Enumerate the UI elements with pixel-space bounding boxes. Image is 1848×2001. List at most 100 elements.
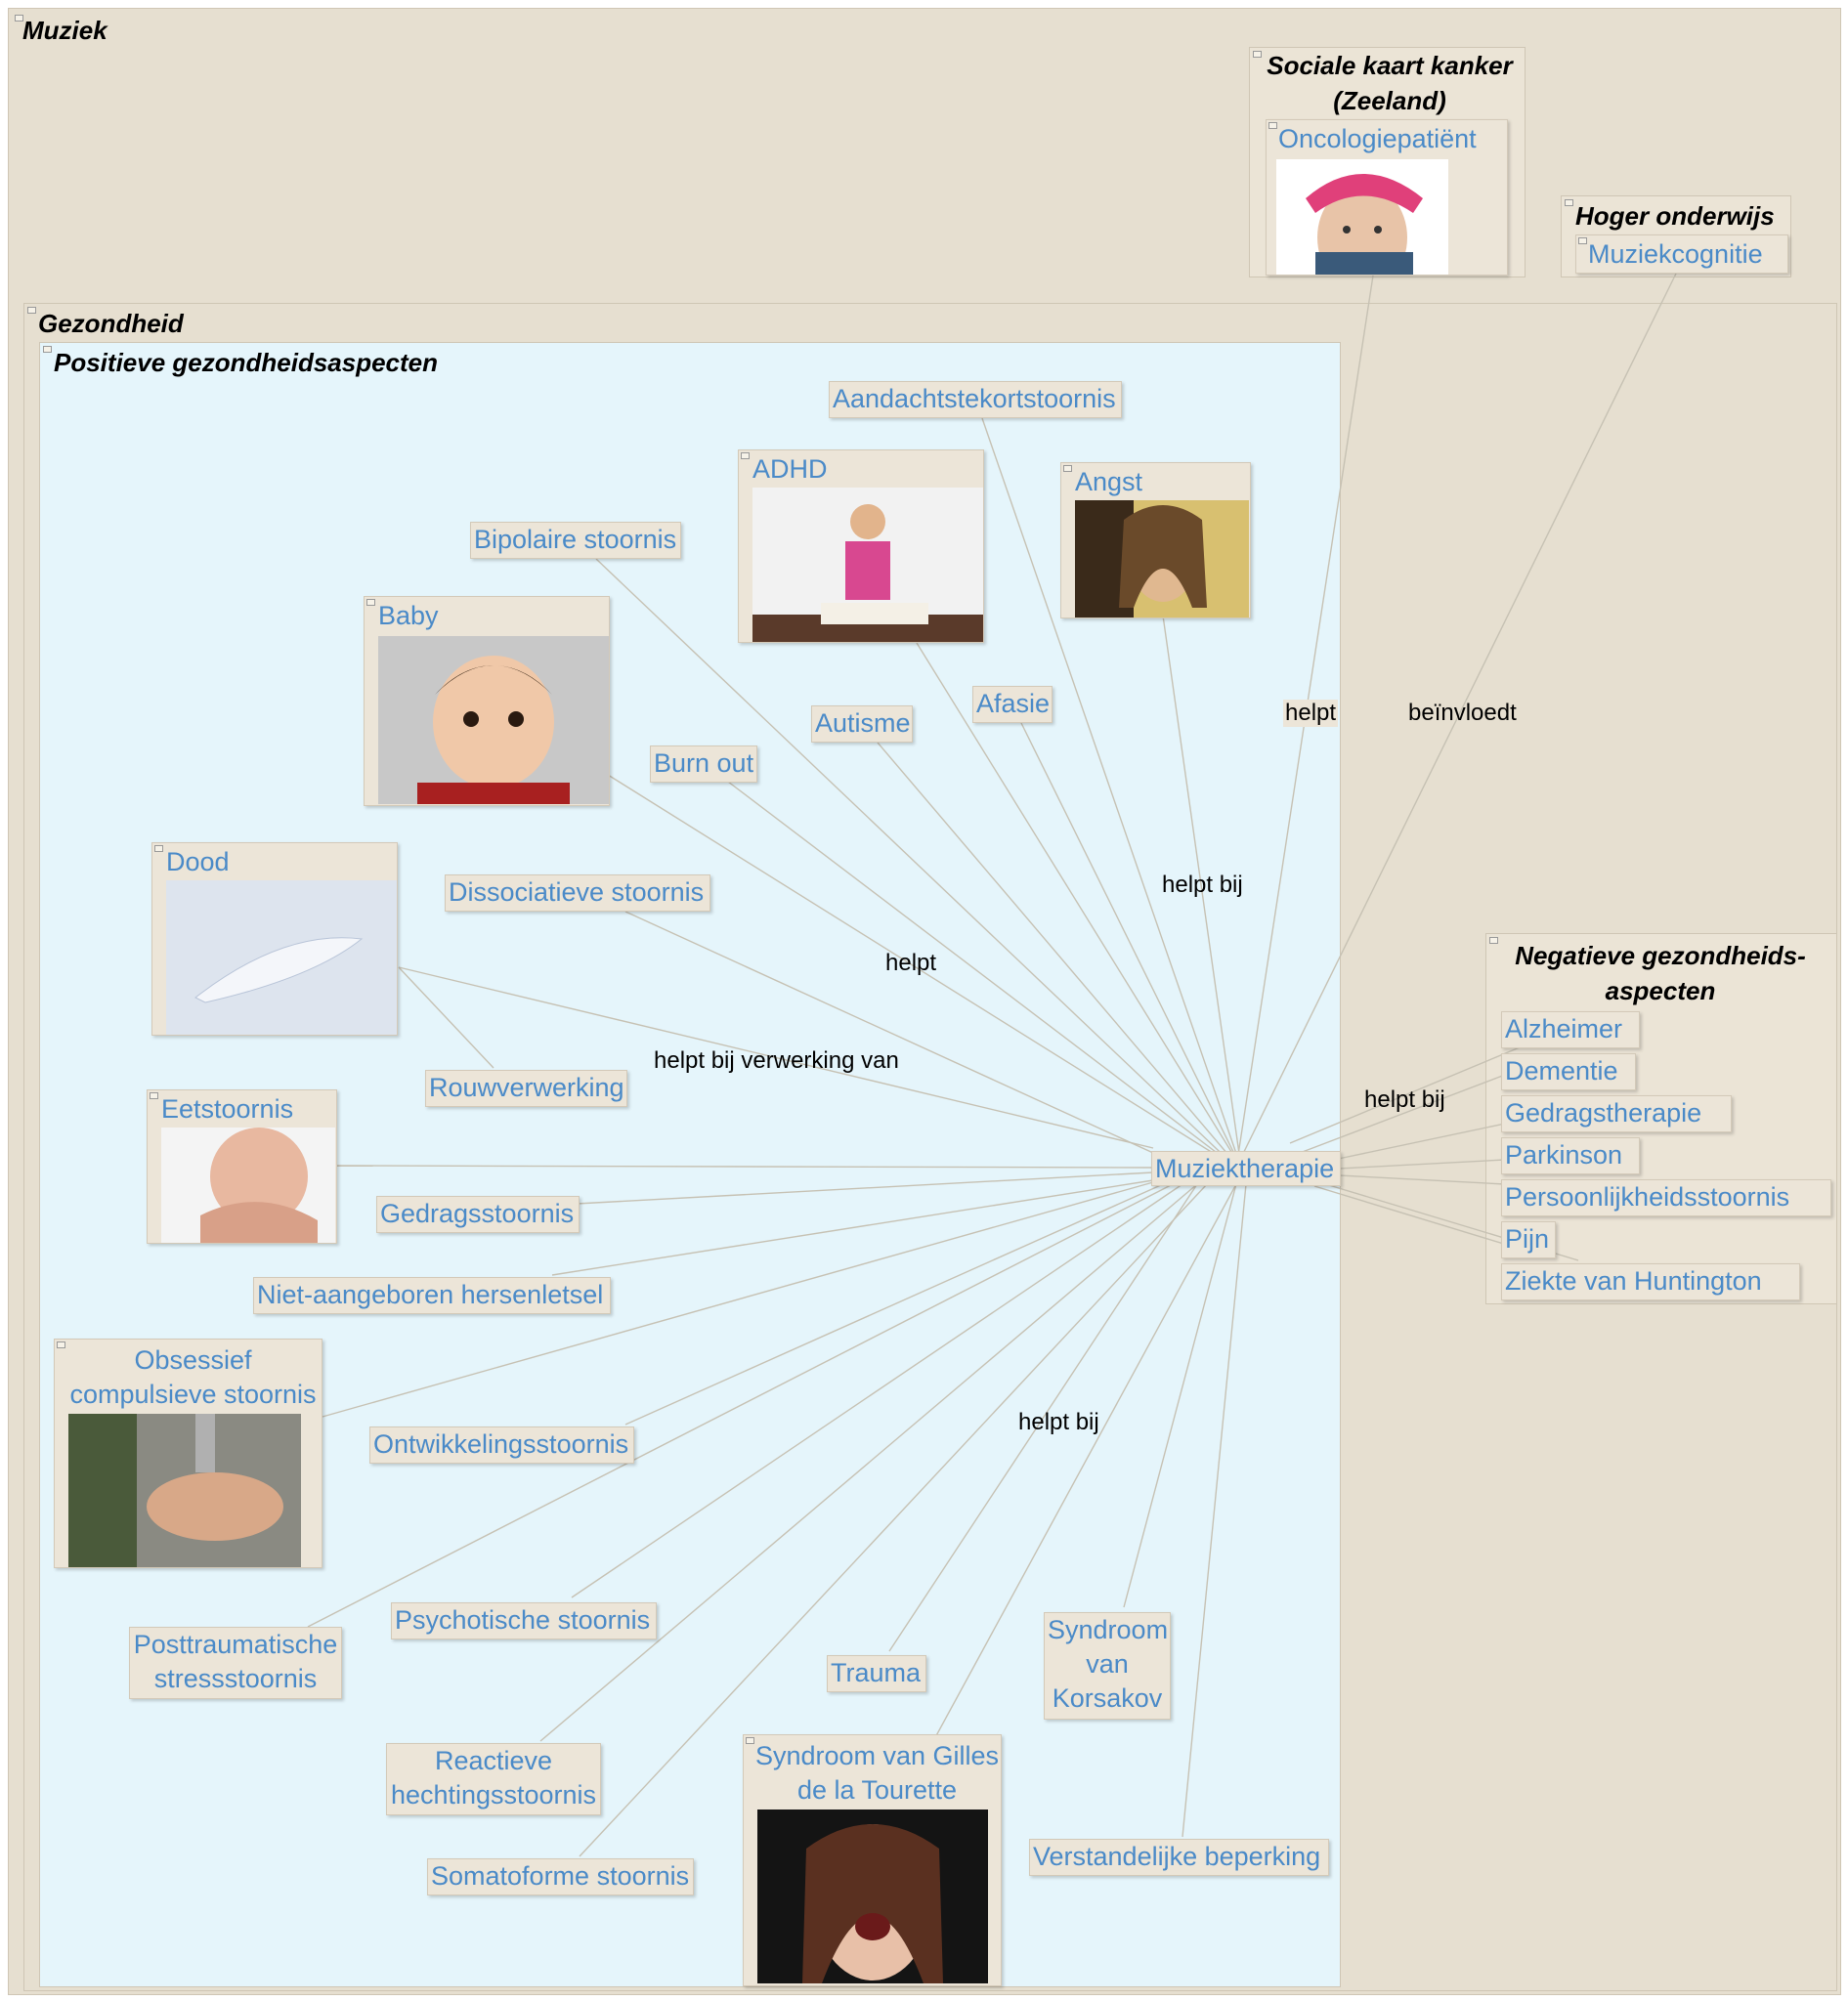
node-label: ADHD xyxy=(752,454,828,484)
edge xyxy=(1182,1183,1247,1838)
node-ontwikkelingsstoornis[interactable]: Ontwikkelingsstoornis xyxy=(369,1426,634,1464)
collapse-marker[interactable] xyxy=(366,599,375,606)
node-syndroom-van-korsakov[interactable]: Syndroom van Korsakov xyxy=(1044,1612,1171,1720)
node-gedragsstoornis[interactable]: Gedragsstoornis xyxy=(376,1196,580,1233)
collapse-marker[interactable] xyxy=(741,452,750,459)
edge xyxy=(888,1183,1198,1652)
node-autisme[interactable]: Autisme xyxy=(811,705,913,743)
node-label: Baby xyxy=(378,601,439,630)
edge xyxy=(1289,1046,1521,1144)
node-tourette[interactable]: Syndroom van Gilles de la Tourette xyxy=(743,1734,1002,1986)
node-psychotische-stoornis[interactable]: Psychotische stoornis xyxy=(391,1602,657,1639)
edge xyxy=(624,1183,1164,1426)
node-ocd[interactable]: Obsessief compulsieve stoornis xyxy=(54,1339,322,1568)
feather-photo xyxy=(166,880,397,1035)
edge xyxy=(1162,615,1242,1169)
edge xyxy=(322,1181,1154,1418)
edge xyxy=(607,774,1237,1169)
node-burn-out[interactable]: Burn out xyxy=(650,745,757,783)
patient-photo xyxy=(1276,159,1448,275)
collapse-marker[interactable] xyxy=(57,1341,65,1348)
edge xyxy=(333,1165,1154,1169)
edge xyxy=(981,417,1242,1169)
edge xyxy=(727,781,1237,1169)
node-oncologiepatient[interactable]: Oncologiepatiënt xyxy=(1266,119,1508,276)
angst-photo xyxy=(1075,500,1249,617)
edge xyxy=(916,642,1242,1169)
container-title-muziek: Muziek xyxy=(22,16,107,45)
node-muziektherapie[interactable]: Muziektherapie xyxy=(1151,1151,1341,1186)
node-reactieve-hechtingsstoornis[interactable]: Reactieve hechtingsstoornis xyxy=(386,1743,601,1815)
edge xyxy=(932,1183,1237,1742)
node-niet-aangeboren-hersenletsel[interactable]: Niet-aangeboren hersenletsel xyxy=(253,1277,611,1314)
edge xyxy=(571,1183,1183,1598)
container-title-hoger-onderwijs: Hoger onderwijs xyxy=(1575,201,1775,231)
collapse-marker[interactable] xyxy=(154,845,163,852)
collapse-marker[interactable] xyxy=(1253,51,1262,58)
node-afasie[interactable]: Afasie xyxy=(972,686,1053,723)
edge xyxy=(539,1183,1198,1742)
collapse-marker[interactable] xyxy=(15,15,23,21)
node-eetstoornis[interactable]: Eetstoornis xyxy=(147,1089,337,1244)
edge xyxy=(1020,722,1242,1169)
collapse-marker[interactable] xyxy=(1063,465,1072,472)
collapse-marker[interactable] xyxy=(150,1092,158,1099)
collapse-marker[interactable] xyxy=(43,346,52,353)
edge xyxy=(1123,1183,1237,1608)
node-gedragstherapie[interactable]: Gedragstherapie xyxy=(1501,1095,1732,1132)
edge xyxy=(579,1183,1208,1857)
node-bipolaire-stoornis[interactable]: Bipolaire stoornis xyxy=(470,522,681,559)
node-trauma[interactable]: Trauma xyxy=(827,1655,926,1692)
node-rouwverwerking[interactable]: Rouwverwerking xyxy=(425,1070,627,1107)
edge xyxy=(1338,1159,1506,1170)
node-label: Dood xyxy=(166,847,230,876)
node-parkinson[interactable]: Parkinson xyxy=(1501,1137,1640,1174)
node-ziekte-van-huntington[interactable]: Ziekte van Huntington xyxy=(1501,1263,1800,1300)
edge xyxy=(1235,273,1677,1169)
collapse-marker[interactable] xyxy=(1268,122,1277,129)
edge xyxy=(576,1171,1154,1205)
edge-label-beinvloedt: beïnvloedt xyxy=(1408,700,1517,726)
edge xyxy=(551,1179,1154,1276)
node-dissociatieve-stoornis[interactable]: Dissociatieve stoornis xyxy=(445,874,710,912)
node-baby[interactable]: Baby xyxy=(364,596,610,806)
edge xyxy=(1328,1123,1506,1162)
node-alzheimer[interactable]: Alzheimer xyxy=(1501,1011,1640,1048)
collapse-marker[interactable] xyxy=(746,1737,754,1744)
edge-label-helpt-bij-verwerking-van: helpt bij verwerking van xyxy=(654,1047,899,1074)
node-somatoforme-stoornis[interactable]: Somatoforme stoornis xyxy=(427,1858,694,1895)
node-verstandelijke-beperking[interactable]: Verstandelijke beperking xyxy=(1029,1839,1329,1876)
edge xyxy=(307,1183,1174,1628)
node-label: Muziekcognitie xyxy=(1588,239,1763,269)
node-pijn[interactable]: Pijn xyxy=(1501,1221,1556,1258)
node-dood[interactable]: Dood xyxy=(151,842,398,1036)
baby-photo xyxy=(378,636,609,804)
edge xyxy=(877,742,1240,1169)
node-dementie[interactable]: Dementie xyxy=(1501,1053,1636,1090)
node-aandachtstekortstoornis[interactable]: Aandachtstekortstoornis xyxy=(829,381,1122,418)
edge-label-helpt: helpt xyxy=(1283,700,1339,727)
node-angst[interactable]: Angst xyxy=(1060,462,1251,618)
edge xyxy=(624,911,1154,1154)
adhd-photo xyxy=(752,488,983,642)
node-posttraumatische-stressstoornis[interactable]: Posttraumatische stressstoornis xyxy=(129,1627,342,1699)
node-muziekcognitie[interactable]: Muziekcognitie xyxy=(1575,234,1788,274)
collapse-marker[interactable] xyxy=(1489,937,1498,944)
node-label: Eetstoornis xyxy=(161,1094,294,1124)
handwash-photo xyxy=(68,1414,301,1567)
edge-label-helpt-bij: helpt bij xyxy=(1364,1086,1445,1113)
collapse-marker[interactable] xyxy=(27,307,36,314)
edge-label-helpt-bij: helpt bij xyxy=(1018,1409,1099,1435)
node-persoonlijkheidsstoornis[interactable]: Persoonlijkheidsstoornis xyxy=(1501,1179,1831,1216)
node-label: Syndroom van Gilles de la Tourette xyxy=(754,1741,1000,1805)
collapse-marker[interactable] xyxy=(1565,199,1573,206)
edge-label-helpt-bij: helpt bij xyxy=(1162,872,1243,898)
container-title-gezondheid: Gezondheid xyxy=(38,309,184,338)
node-label: Obsessief compulsieve stoornis xyxy=(69,1345,317,1409)
node-adhd[interactable]: ADHD xyxy=(738,449,984,643)
collapse-marker[interactable] xyxy=(1578,237,1587,244)
edge xyxy=(1299,1074,1506,1154)
container-title-positieve: Positieve gezondheidsaspecten xyxy=(54,348,439,377)
tourette-photo xyxy=(757,1809,988,1983)
